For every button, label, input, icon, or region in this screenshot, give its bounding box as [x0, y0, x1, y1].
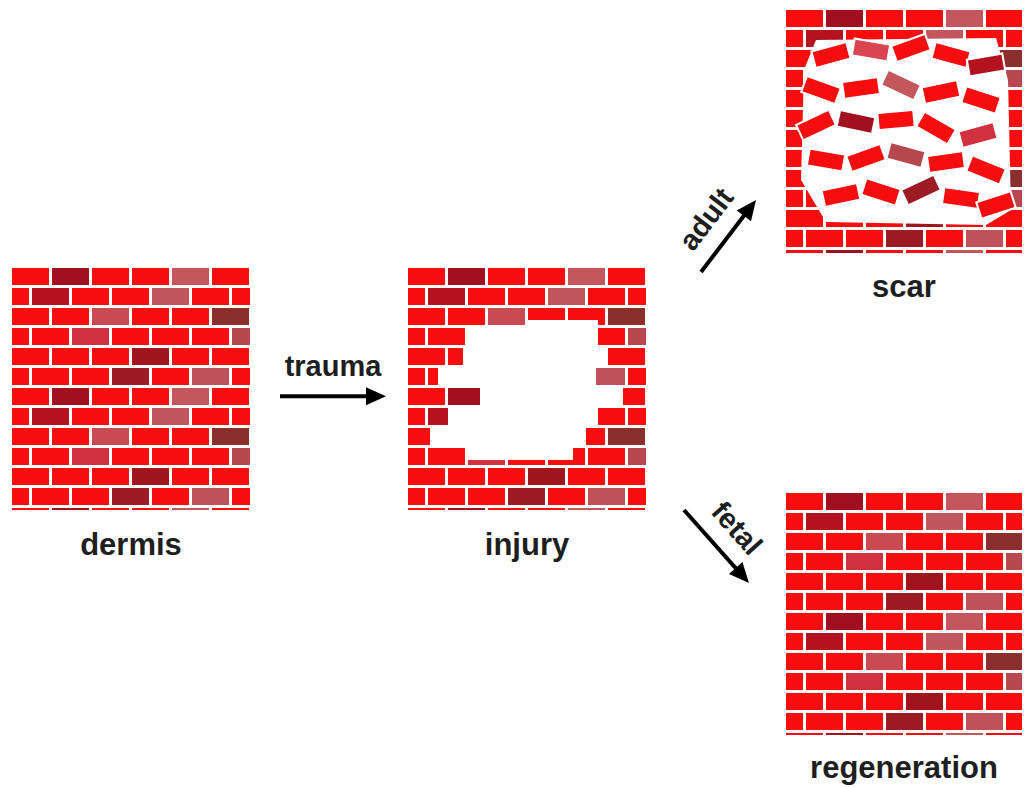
- wall-node: scar: [786, 10, 1022, 304]
- wall-label: injury: [408, 528, 646, 562]
- wall-label: regeneration: [786, 751, 1022, 785]
- arrow-connector: [280, 387, 386, 405]
- wall-label: scar: [786, 270, 1022, 304]
- injured-wall: [408, 268, 646, 510]
- arrow-label: adult: [672, 182, 740, 256]
- regenerated-wall: [786, 493, 1022, 735]
- arrow-label: trauma: [285, 350, 382, 382]
- dermis-wall: [12, 268, 250, 510]
- scar-wall: [786, 10, 1022, 253]
- wall-node: injury: [408, 268, 646, 562]
- wall-node: regeneration: [786, 493, 1022, 785]
- wall-node: dermis: [12, 268, 250, 562]
- wall-label: dermis: [12, 528, 250, 562]
- arrow-label: fetal: [706, 495, 770, 561]
